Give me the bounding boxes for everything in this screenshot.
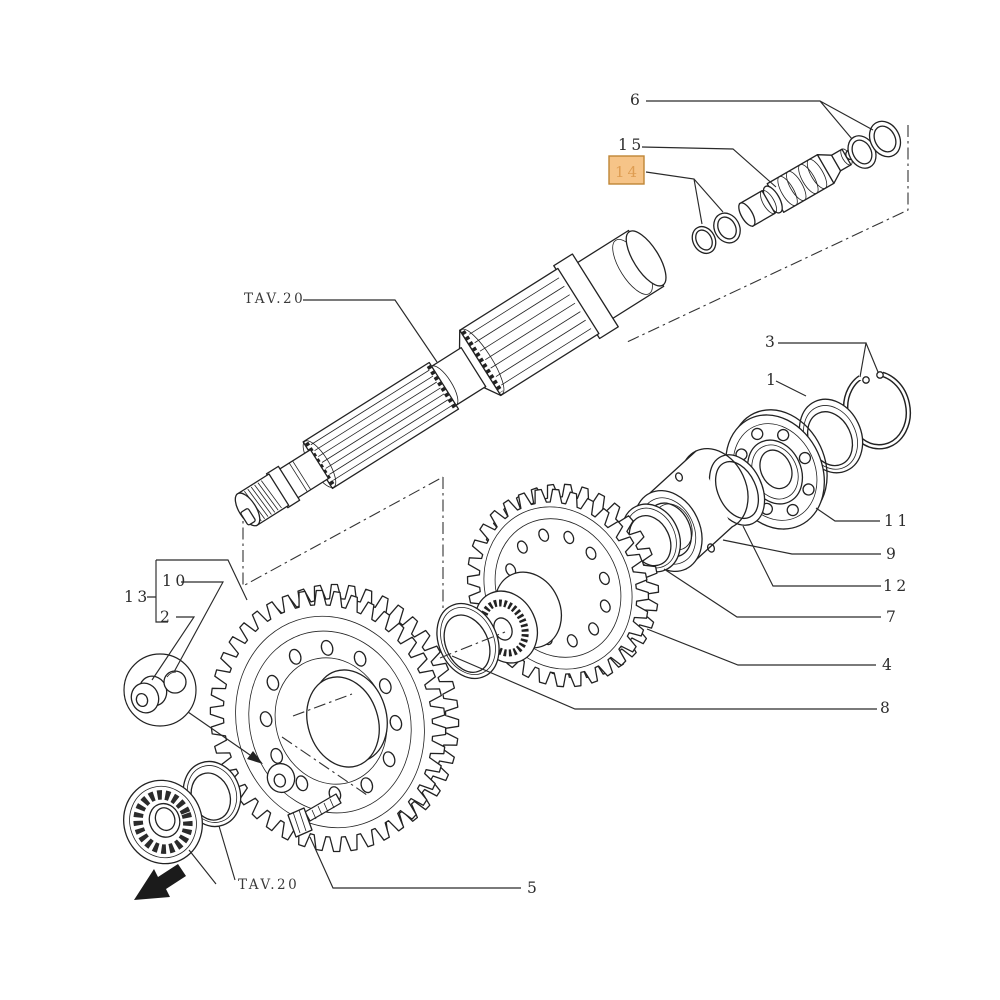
bearing-group xyxy=(620,365,912,573)
leader-5 xyxy=(309,836,521,889)
leader-11 xyxy=(815,507,880,522)
detail-pointer-arrowhead xyxy=(247,751,263,764)
callout-10: 10 xyxy=(162,572,189,590)
detail-balloon xyxy=(123,653,263,764)
bolt-hole xyxy=(538,528,550,542)
leader-2 xyxy=(151,616,196,681)
snap-rings-6 xyxy=(847,120,902,169)
valve-spool-assembly xyxy=(691,120,902,255)
callout-labels: 6 15 14 TAV.20 3 1 11 9 12 7 4 8 5 13 10… xyxy=(124,91,911,897)
highlight-box-14 xyxy=(608,155,645,185)
leader-12 xyxy=(742,525,881,587)
leader-8 xyxy=(451,655,877,710)
bolt-hole xyxy=(266,674,280,691)
gear-5-bolt-holes xyxy=(259,639,403,803)
bolt-hole xyxy=(588,622,600,636)
leader-10 xyxy=(173,581,224,673)
callout-4: 4 xyxy=(882,656,895,674)
callout-12: 12 xyxy=(883,577,910,595)
bolt-hole xyxy=(259,711,273,728)
leader-tav-top xyxy=(303,299,438,363)
bolt-hole xyxy=(295,775,309,792)
bolt-hole xyxy=(563,530,575,545)
callout-14: 14 xyxy=(615,163,640,181)
leader-4 xyxy=(646,628,876,666)
tav-reference-top: TAV.20 xyxy=(244,291,305,307)
detail-pointer-line xyxy=(187,711,251,756)
leader-1 xyxy=(775,380,807,397)
leader-15 xyxy=(641,146,777,188)
tav-reference-bottom: TAV.20 xyxy=(238,877,299,893)
bolt-hole xyxy=(566,634,578,648)
leader-7 xyxy=(663,568,881,618)
washer-on-gear-face xyxy=(266,762,296,794)
bolt-hole xyxy=(288,648,302,665)
callout-15: 15 xyxy=(618,136,645,154)
leader-3 xyxy=(778,342,879,378)
gear-5 xyxy=(209,583,460,853)
bolt-hole xyxy=(389,714,403,731)
lower-bearing-group xyxy=(122,760,242,900)
callout-13: 13 xyxy=(124,588,151,606)
bolt-hole xyxy=(516,540,528,554)
leader-tav-bottom xyxy=(188,825,236,885)
bolt-hole xyxy=(382,751,396,768)
callout-1: 1 xyxy=(766,371,779,389)
gear-4 xyxy=(436,483,660,688)
bolt-hole xyxy=(378,678,392,695)
bolt-hole xyxy=(599,599,611,613)
bracket-13 xyxy=(147,559,248,623)
leader-14 xyxy=(645,171,724,225)
callout-8: 8 xyxy=(880,699,893,717)
boundary-shaft-to-gear xyxy=(242,476,444,587)
axis-lines xyxy=(281,631,506,796)
bolt-hole xyxy=(360,777,374,794)
bolt-hole xyxy=(353,650,367,667)
main-shaft xyxy=(234,229,667,527)
leader-lines xyxy=(147,100,881,889)
boundary-top-right xyxy=(624,125,909,344)
direction-arrow xyxy=(134,864,186,900)
ball-10 xyxy=(163,670,187,694)
bolt-5 xyxy=(287,793,342,838)
callout-5: 5 xyxy=(527,879,540,897)
leader-6 xyxy=(646,100,874,140)
callout-2: 2 xyxy=(160,608,173,626)
bolt-hole xyxy=(598,571,610,586)
bolt-hole xyxy=(320,639,334,656)
callout-6: 6 xyxy=(630,91,643,109)
callout-9: 9 xyxy=(886,545,899,563)
roller-bearing-lower xyxy=(122,779,204,865)
seal-rings-14 xyxy=(691,212,741,255)
keyway-slot xyxy=(240,508,256,526)
callout-7: 7 xyxy=(886,608,899,626)
callout-3: 3 xyxy=(765,333,778,351)
leader-9 xyxy=(722,539,881,555)
callout-11: 11 xyxy=(884,512,911,530)
bolt-hole xyxy=(585,546,597,560)
